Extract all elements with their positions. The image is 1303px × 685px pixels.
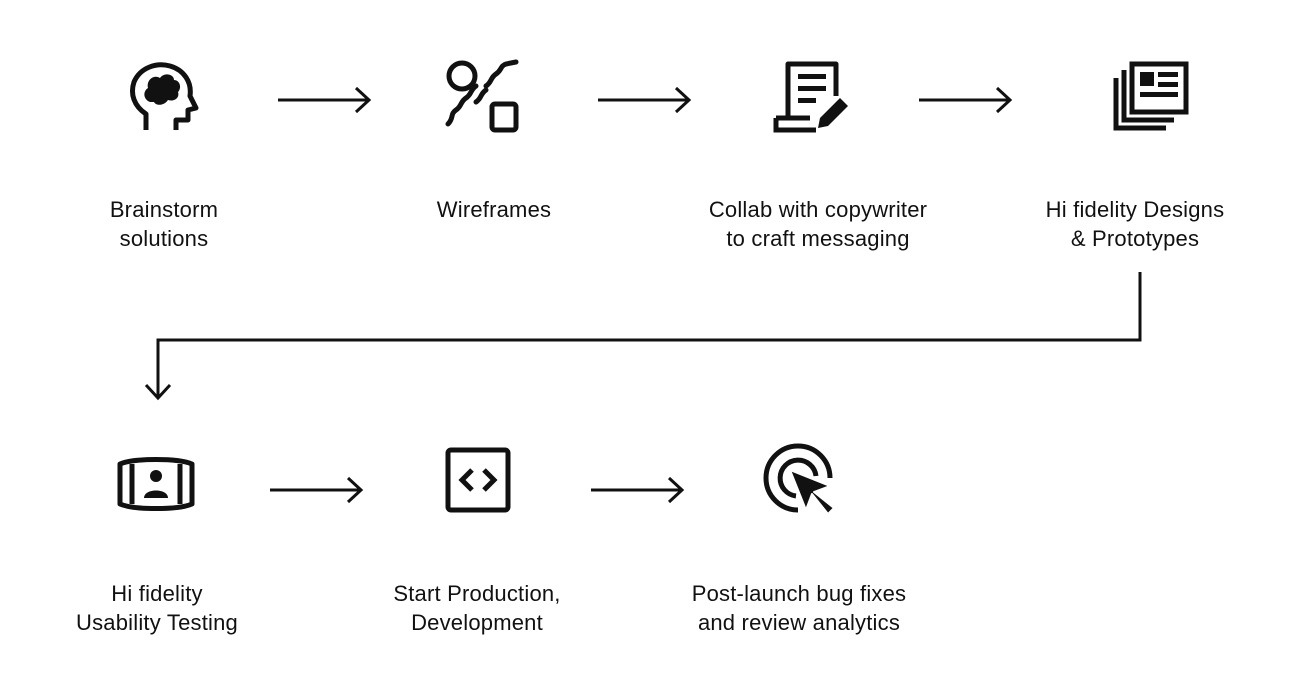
document-edit-icon	[770, 56, 854, 140]
flow-arrow-2	[594, 85, 694, 115]
flow-arrow-4	[266, 475, 366, 505]
step-label-line: Collab with copywriter	[708, 197, 928, 222]
step-label-line: Usability Testing	[76, 610, 238, 635]
step-label-brainstorm: Brainstorm solutions	[14, 195, 314, 253]
cursor-target-icon	[758, 438, 842, 522]
step-label-line: Development	[411, 610, 543, 635]
step-label-hifi-designs: Hi fidelity Designs & Prototypes	[985, 195, 1285, 253]
step-label-line: solutions	[119, 226, 209, 251]
step-label-collab: Collab with copywriter to craft messagin…	[668, 195, 968, 253]
flow-arrow-5	[587, 475, 687, 505]
step-label-line: Hi fidelity	[111, 581, 203, 606]
step-label-line: and review analytics	[697, 610, 901, 635]
step-label-line: Hi fidelity Designs	[1045, 197, 1225, 222]
step-label-production: Start Production, Development	[327, 579, 627, 637]
wireframe-shapes-icon	[440, 56, 524, 140]
flow-arrow-3	[915, 85, 1015, 115]
step-label-line: Wireframes	[436, 197, 552, 222]
step-label-post-launch: Post-launch bug fixes and review analyti…	[649, 579, 949, 637]
brain-head-icon	[122, 58, 206, 142]
step-label-line: to craft messaging	[726, 226, 910, 251]
step-label-line: Brainstorm	[109, 197, 219, 222]
flow-arrow-1	[274, 85, 374, 115]
step-label-line: Post-launch bug fixes	[691, 581, 907, 606]
layout-stack-icon	[1108, 56, 1192, 140]
step-label-usability-testing: Hi fidelity Usability Testing	[7, 579, 307, 637]
step-label-line: & Prototypes	[1070, 226, 1200, 251]
user-testing-icon	[114, 442, 198, 526]
step-label-wireframes: Wireframes	[344, 195, 644, 224]
code-icon	[436, 438, 520, 522]
step-label-line: Start Production,	[393, 581, 561, 606]
